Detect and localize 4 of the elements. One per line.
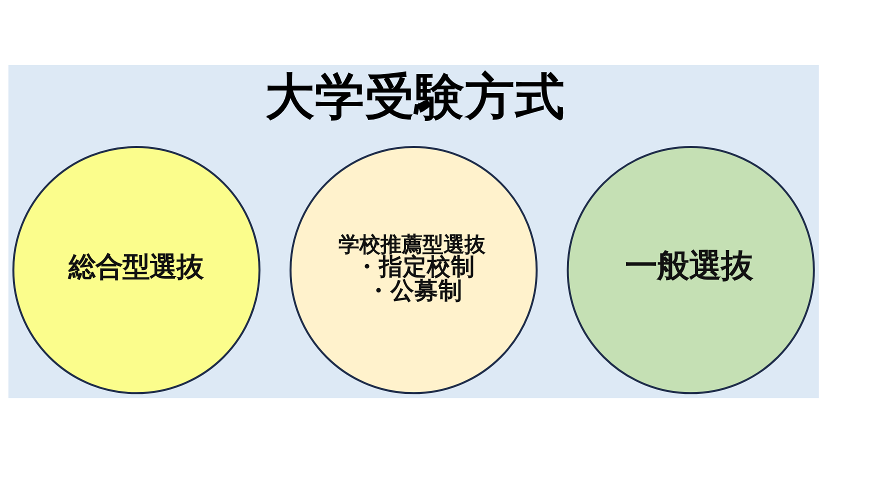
node-circle: 総合型選抜	[12, 146, 260, 394]
diagram-title: 大学受験方式	[265, 67, 566, 126]
node-circle: 一般選抜	[566, 146, 815, 394]
node-circle: 学校推薦型選抜 ・指定校制 ・公募制	[290, 146, 538, 394]
